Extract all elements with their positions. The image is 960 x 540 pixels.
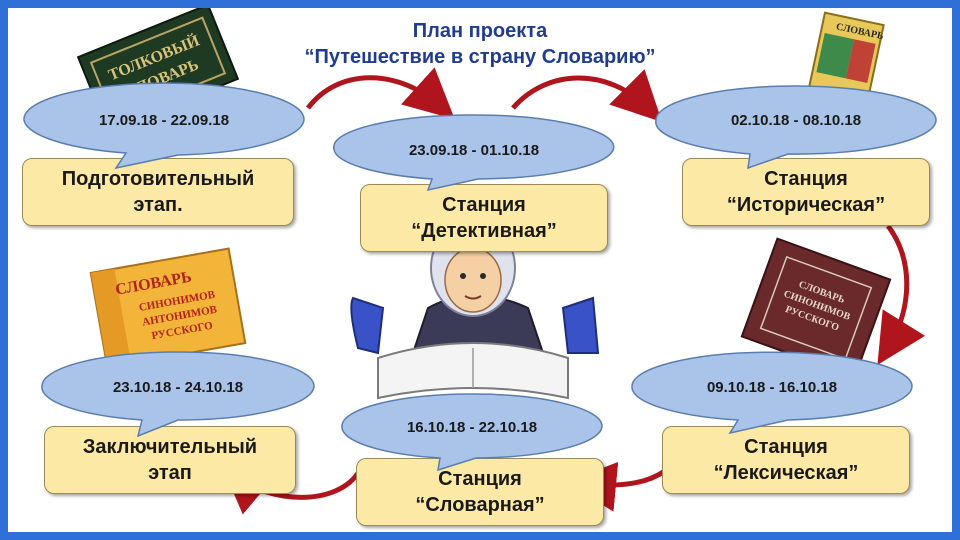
slide: ТОЛКОВЫЙ СЛОВАРЬ СЛОВАРЬ СЛОВАРЬ СИНОНИМ… (8, 8, 952, 532)
dictionary-book-russian-icon: СЛОВАРЬ СИНОНИМОВ РУССКОГО (740, 237, 892, 379)
stage-box-line-2: “Словарная” (415, 494, 545, 516)
stage-box-detective: Станция “Детективная” (360, 184, 608, 252)
stage-box-lexical: Станция “Лексическая” (662, 426, 910, 494)
title-line-1: План проекта (412, 20, 548, 42)
stage-box-line-1: Станция (438, 468, 522, 490)
date-bubbles-layer: 17.09.18 - 22.09.18 23.09.18 - 01.10.18 … (23, 82, 937, 472)
stage-box-historical: Станция “Историческая” (682, 158, 930, 226)
stage-box-line-2: этап (148, 462, 192, 484)
stage-box-final: Заключительный этап (44, 426, 296, 494)
stage-box-line-1: Заключительный (82, 436, 258, 458)
arrow-stage3-to-stage4 (877, 224, 926, 365)
stage-box-preparatory: Подготовительный этап. (22, 158, 294, 226)
date-bubble-detective: 23.09.18 - 01.10.18 (332, 114, 615, 192)
title-line-2: “Путешествие в страну Словарию” (304, 46, 656, 68)
stage-box-line-1: Станция (442, 194, 526, 216)
date-label: 16.10.18 - 22.10.18 (407, 419, 537, 436)
date-bubble-final: 23.10.18 - 24.10.18 (41, 351, 315, 438)
stage-box-line-2: этап. (133, 194, 183, 216)
stage-box-line-1: Подготовительный (61, 168, 255, 190)
date-label: 23.10.18 - 24.10.18 (113, 379, 243, 396)
date-label: 23.09.18 - 01.10.18 (409, 142, 539, 159)
page-title: План проекта “Путешествие в страну Слова… (8, 18, 952, 70)
arrow-stage2-to-stage3 (511, 69, 663, 123)
date-bubble-historical: 02.10.18 - 08.10.18 (655, 85, 937, 170)
arrow-stage1-to-stage2 (306, 67, 455, 120)
stage-box-line-2: “Историческая” (726, 194, 886, 216)
dictionary-book-synonyms-icon: СЛОВАРЬ СИНОНИМОВ АНТОНИМОВ РУССКОГО (89, 247, 247, 369)
date-label: 17.09.18 - 22.09.18 (99, 112, 229, 129)
stage-box-line-2: “Детективная” (411, 220, 557, 242)
date-bubble-dictionary: 16.10.18 - 22.10.18 (341, 393, 603, 472)
date-label: 09.10.18 - 16.10.18 (707, 379, 837, 396)
stage-box-dictionary: Станция “Словарная” (356, 458, 604, 526)
stage-box-line-1: Станция (764, 168, 848, 190)
date-bubble-preparatory: 17.09.18 - 22.09.18 (23, 82, 305, 170)
date-label: 02.10.18 - 08.10.18 (731, 112, 861, 129)
stage-box-line-1: Станция (744, 436, 828, 458)
date-bubble-lexical: 09.10.18 - 16.10.18 (631, 351, 913, 435)
stage-box-line-2: “Лексическая” (713, 462, 859, 484)
